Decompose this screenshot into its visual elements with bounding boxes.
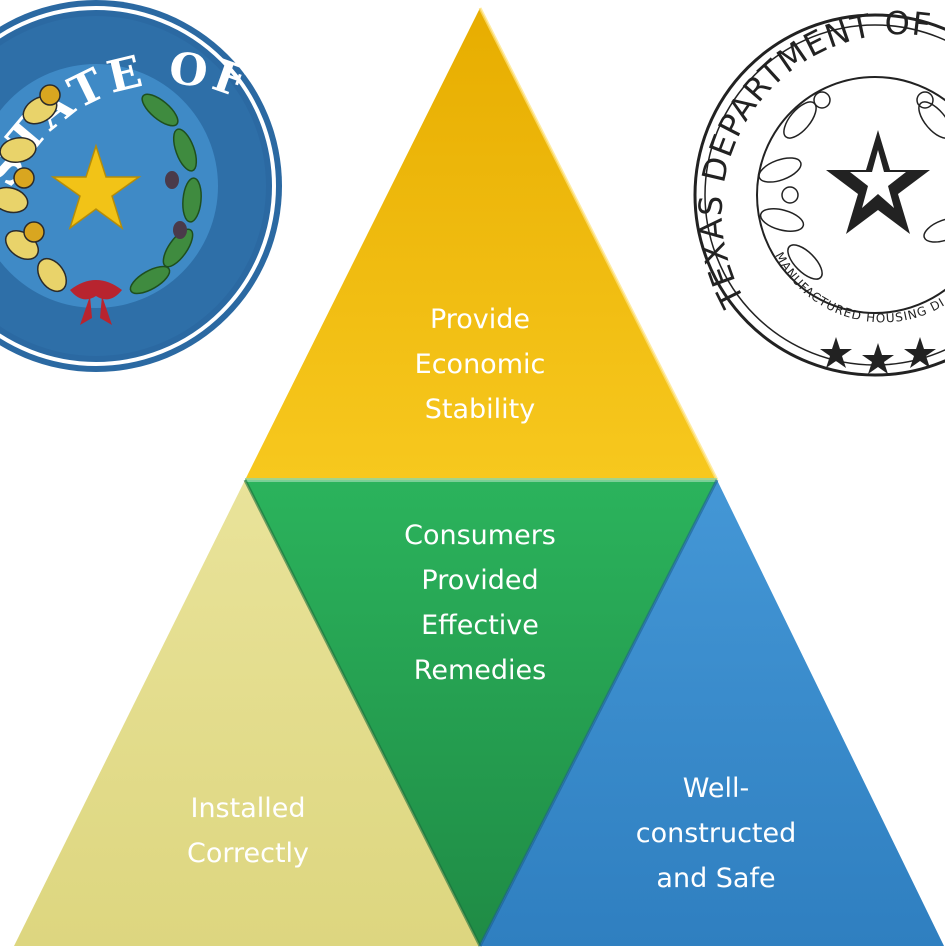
acorn-branch-icon [0,84,68,293]
star-icon [50,143,142,230]
segment-right-line-3: and Safe [656,863,775,894]
state-of-texas-seal: STATE OF TEXAS [0,0,282,372]
segment-center-line-3: Effective [421,610,539,641]
segment-left-line-1: Installed [190,793,305,824]
segment-center-line-2: Provided [421,565,538,596]
segment-right-shape [480,480,944,946]
segment-right-line-1: Well- [683,773,749,804]
segment-left-line-2: Correctly [187,838,309,869]
olive-branch-icon [129,93,202,295]
segment-center-line-1: Consumers [404,520,556,551]
ribbon-icon [70,280,122,325]
segment-top-line-2: Economic [415,349,546,380]
pyramid [14,7,944,947]
segment-top-shape [245,8,717,480]
segment-top-line-3: Stability [425,394,536,425]
segment-right-label: Well- constructed and Safe [636,773,797,894]
segment-center-line-4: Remedies [414,655,546,686]
segment-left-shape [14,480,480,946]
bottom-stars-icon [820,337,936,374]
segment-center-shape [245,480,717,946]
segment-right-line-2: constructed [636,818,797,849]
segment-left-label: Installed Correctly [187,793,309,869]
segment-top-label: Provide Economic Stability [415,304,546,425]
segment-top-line-1: Provide [430,304,530,335]
segment-center-label: Consumers Provided Effective Remedies [404,520,556,686]
wreath-outline-icon [758,91,945,280]
